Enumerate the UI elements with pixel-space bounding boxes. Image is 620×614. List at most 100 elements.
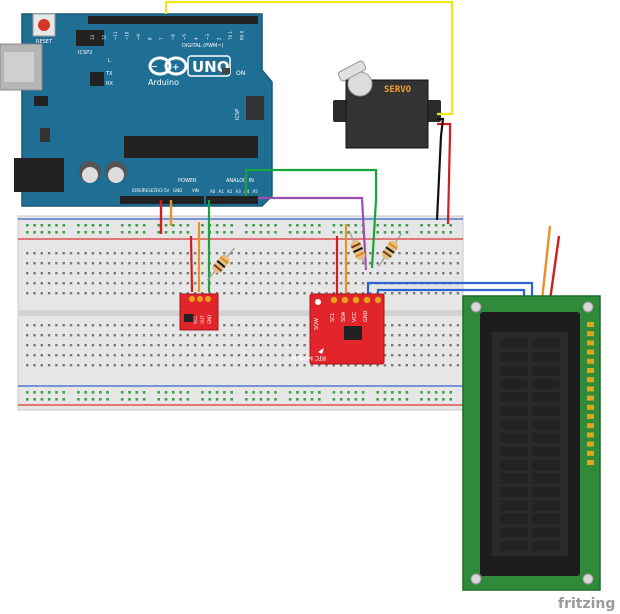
digital-pin-label: 7 bbox=[159, 37, 164, 40]
digital-pin-label: 4 bbox=[194, 37, 199, 40]
lcd-pin bbox=[587, 386, 594, 392]
digital-header bbox=[88, 16, 258, 24]
lcd-char-cell bbox=[499, 445, 529, 458]
lcd-char-cell bbox=[531, 540, 561, 552]
lcd-pin bbox=[587, 414, 594, 419]
servo-motor: SERVO bbox=[333, 60, 441, 149]
lcd-pin bbox=[587, 322, 594, 327]
v5-label: 5V bbox=[164, 188, 170, 193]
power-pin-labels: IOREF RESET 3V3 5V GND VIN bbox=[132, 188, 199, 193]
rtc-pin-pad bbox=[330, 296, 338, 304]
lcd-pin-header bbox=[587, 322, 594, 465]
gnd-label: GND bbox=[173, 188, 182, 193]
sensor-pin-vcc: VCC bbox=[193, 315, 198, 324]
lcd-pin bbox=[587, 432, 594, 438]
lcd-char-cell bbox=[499, 499, 529, 512]
lcd-pin bbox=[587, 395, 594, 401]
wire-orange-lcd bbox=[540, 225, 552, 301]
lcd-pin bbox=[587, 460, 594, 465]
reset-pin-label: RESET bbox=[143, 188, 156, 193]
lcd-char-cell bbox=[499, 378, 529, 390]
icsp2-label: ICSP2 bbox=[78, 50, 92, 56]
lcd-char-cell bbox=[531, 472, 561, 485]
lcd-pin bbox=[587, 340, 594, 346]
rtc-pin-pad bbox=[374, 296, 382, 304]
wire-red-sensor bbox=[189, 235, 194, 293]
lcd-char-cell bbox=[531, 418, 561, 431]
rtc-pin-sqw: SQW bbox=[314, 318, 320, 330]
wire-green-a5 bbox=[244, 168, 378, 269]
svg-text:−: − bbox=[151, 62, 158, 71]
lcd-char-cell bbox=[499, 418, 529, 431]
lcd-char-cell bbox=[531, 405, 561, 417]
resistor-sensor bbox=[207, 247, 235, 281]
icsp-label: ICSP bbox=[235, 109, 241, 120]
lcd-char-cell bbox=[531, 513, 561, 525]
lcd-char-cell bbox=[531, 459, 561, 471]
lcd-pin bbox=[587, 368, 594, 373]
lcd-char-cell bbox=[531, 526, 561, 539]
brand-label: Arduino bbox=[148, 78, 179, 87]
lcd-char-cell bbox=[499, 526, 529, 539]
digital-pin-label: ~11 bbox=[113, 31, 118, 40]
analog-pin-label: A1 bbox=[219, 189, 225, 194]
analog-pin-label: A3 bbox=[236, 189, 242, 194]
digital-pin-label: ~9 bbox=[136, 34, 141, 40]
rtc-pin-scl: SCL bbox=[330, 312, 336, 322]
icsp-header bbox=[246, 96, 264, 120]
lcd-char-cell bbox=[499, 513, 529, 525]
rtc-pin-vcc: VCC bbox=[352, 311, 358, 322]
digital-pin-label: ~3 bbox=[205, 34, 210, 40]
rtc-chip bbox=[344, 326, 362, 340]
lcd-char-cell bbox=[531, 486, 561, 498]
lcd-char-cell bbox=[531, 351, 561, 363]
wire-blue-lcd-1 bbox=[366, 281, 534, 300]
digital-pin-label: 8 bbox=[148, 37, 153, 40]
analog-pin-label: A2 bbox=[227, 189, 233, 194]
lcd-pin bbox=[587, 441, 594, 447]
digital-pin-label: TX 1 bbox=[228, 31, 233, 41]
wire-purple-a4 bbox=[258, 196, 368, 271]
lcd-display bbox=[462, 295, 601, 591]
l-label: L bbox=[108, 58, 111, 64]
rtc-pin-pad bbox=[352, 296, 360, 304]
resistor-rtc-2 bbox=[378, 233, 402, 267]
svg-text:+: + bbox=[172, 63, 180, 73]
resistor-rtc-1 bbox=[349, 231, 367, 269]
lcd-char-cell bbox=[531, 364, 561, 377]
atmega-chip bbox=[124, 136, 258, 158]
lcd-char-cell bbox=[531, 499, 561, 512]
analog-header bbox=[206, 196, 258, 204]
lcd-char-cell bbox=[499, 391, 529, 404]
lcd-pin bbox=[587, 358, 594, 364]
rtc-pin-pad bbox=[363, 296, 371, 304]
tx-label: TX bbox=[105, 71, 113, 77]
v33-label: 3V3 bbox=[155, 188, 163, 193]
lcd-char-cell bbox=[499, 472, 529, 485]
analog-label: ANALOG IN bbox=[226, 178, 254, 184]
rtc-module: SQW SCL SDA VCC GND RTC Module bbox=[291, 293, 385, 365]
lcd-pin bbox=[587, 423, 594, 429]
model-label: UNO bbox=[192, 58, 230, 76]
lcd-char-cell bbox=[531, 445, 561, 458]
power-label: POWER bbox=[178, 178, 197, 184]
lcd-pin bbox=[587, 450, 594, 456]
digital-pin-label: ~6 bbox=[171, 34, 176, 40]
sensor-pin-gnd: GND bbox=[207, 315, 212, 324]
vin-label: VIN bbox=[192, 188, 199, 193]
rtc-label: RTC Module bbox=[291, 354, 326, 361]
digital-label: DIGITAL (PWM~) bbox=[182, 43, 224, 49]
power-jack bbox=[14, 158, 64, 192]
lcd-char-cell bbox=[499, 364, 529, 377]
fritzing-watermark: fritzing bbox=[558, 596, 615, 612]
analog-pin-label: A0 bbox=[210, 189, 216, 194]
arduino-logo: − + bbox=[148, 56, 188, 76]
lcd-char-cell bbox=[499, 486, 529, 498]
usb-chip bbox=[90, 72, 104, 86]
lcd-pin bbox=[587, 404, 594, 410]
lcd-char-cell bbox=[499, 337, 529, 350]
reset-button-cap bbox=[38, 19, 50, 31]
